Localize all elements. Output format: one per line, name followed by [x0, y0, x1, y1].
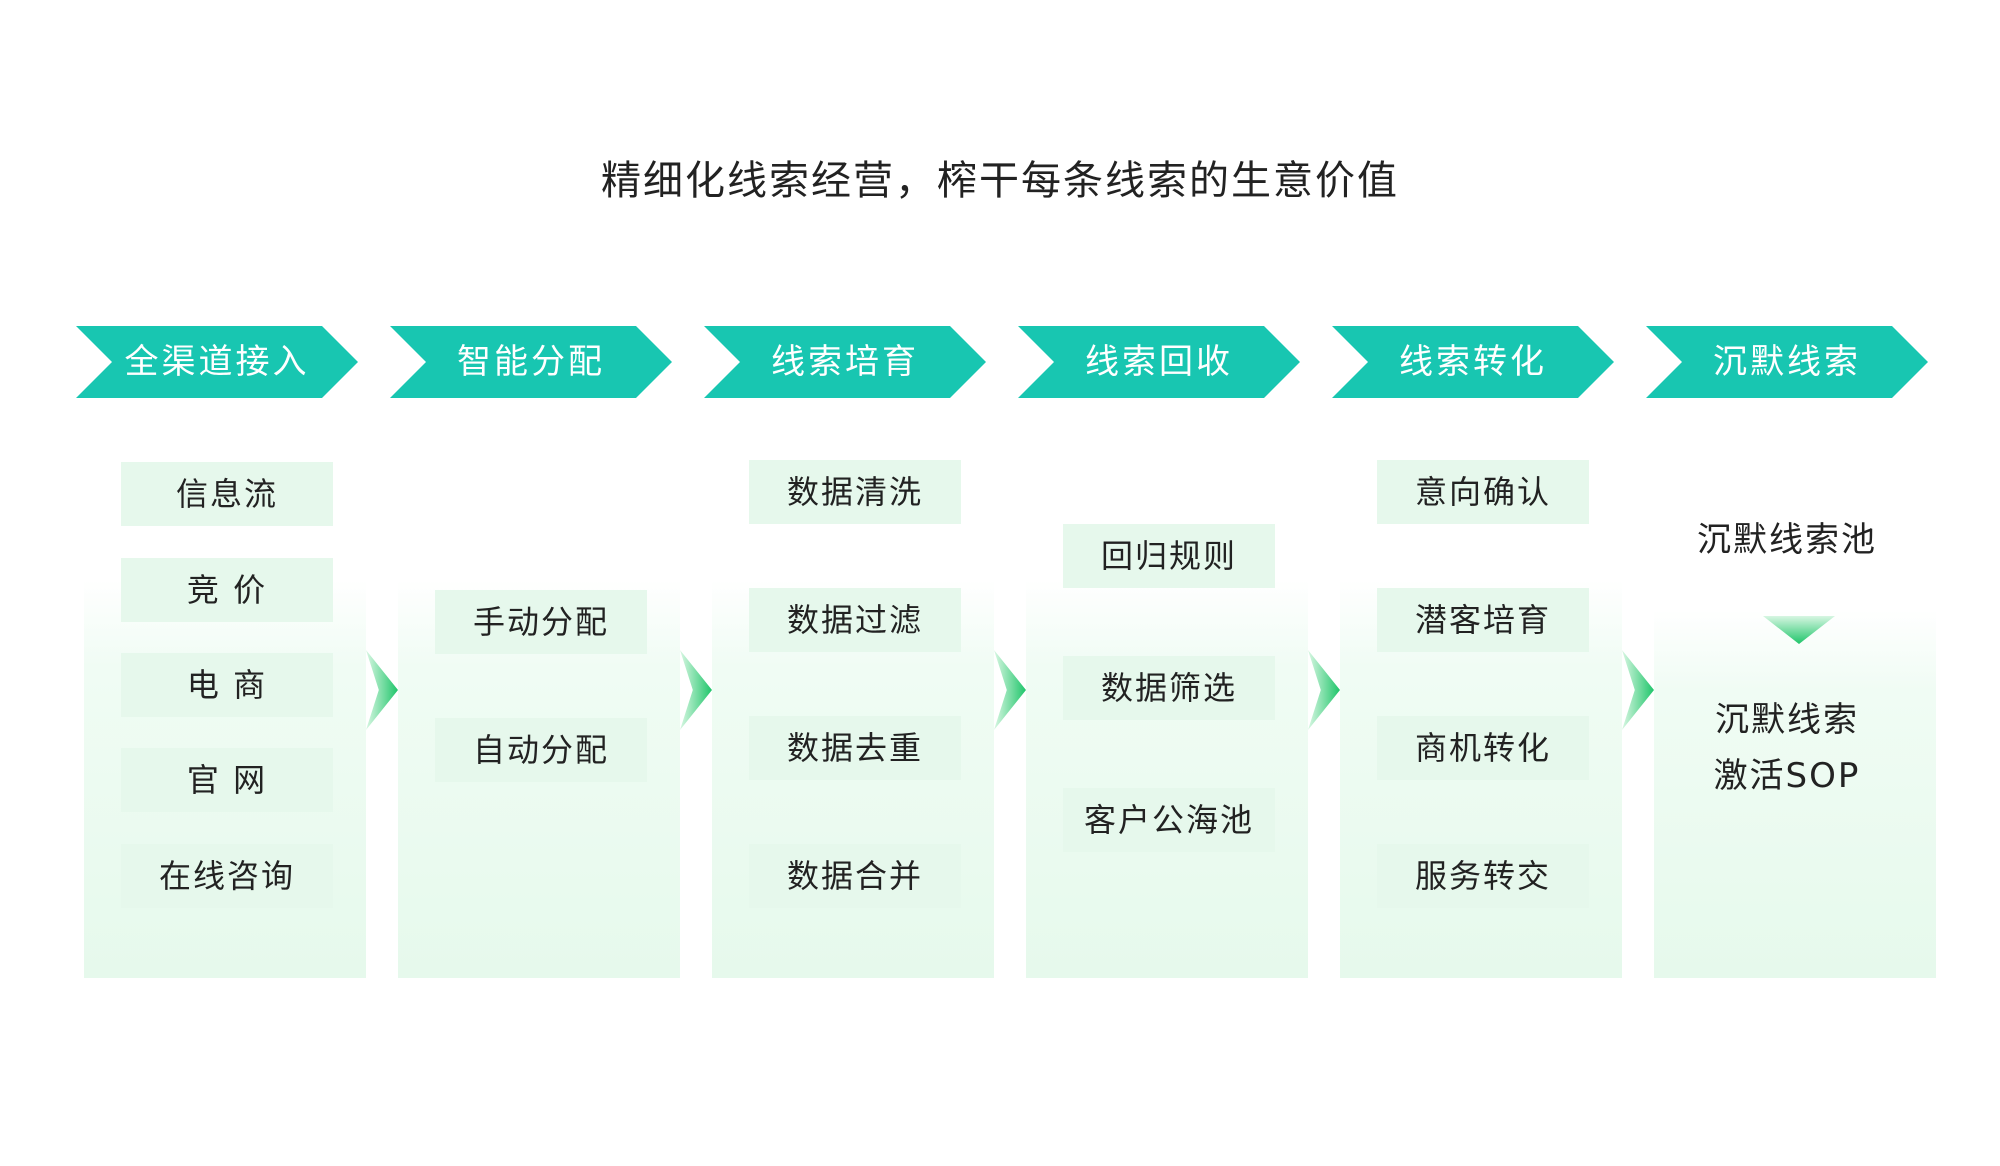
stage-item: 回归规则 [1063, 524, 1275, 588]
stage-item: 客户公海池 [1063, 788, 1275, 852]
stage-item: 服务转交 [1377, 844, 1589, 908]
stage-panel [1026, 580, 1308, 978]
stage-item: 数据合并 [749, 844, 961, 908]
dormant-pool-label: 沉默线索池 [1697, 520, 1877, 560]
stage-item: 自动分配 [435, 718, 647, 782]
stage-item: 数据过滤 [749, 588, 961, 652]
stage-item: 意向确认 [1377, 460, 1589, 524]
stage-chevron: 沉默线索 [1646, 326, 1928, 398]
stage-item: 在线咨询 [121, 844, 333, 908]
stage-chevron: 智能分配 [390, 326, 672, 398]
stage-panel [1654, 610, 1936, 978]
stage-item: 竞 价 [121, 558, 333, 622]
stage-item: 数据清洗 [749, 460, 961, 524]
diagram-title: 精细化线索经营，榨干每条线索的生意价值 [601, 158, 1399, 204]
stage-item: 潜客培育 [1377, 588, 1589, 652]
stage-chevron: 线索转化 [1332, 326, 1614, 398]
stage-item: 数据筛选 [1063, 656, 1275, 720]
stage-item: 商机转化 [1377, 716, 1589, 780]
dormant-activation-line: 激活SOP [1713, 756, 1861, 796]
stage-label: 全渠道接入 [124, 342, 310, 382]
stage-item: 电 商 [121, 653, 333, 717]
stage-column-convert: 线索转化 意向确认 潜客培育 商机转化 服务转交 [1332, 0, 1622, 1166]
stage-item: 手动分配 [435, 590, 647, 654]
stage-column-nurture: 线索培育 数据清洗 数据过滤 数据去重 数据合并 [704, 0, 994, 1166]
stage-label: 线索回收 [1085, 342, 1233, 382]
stage-chevron: 线索回收 [1018, 326, 1300, 398]
stage-column-recycle: 线索回收 回归规则 数据筛选 客户公海池 [1018, 0, 1308, 1166]
stage-label: 线索培育 [771, 342, 919, 382]
stage-label: 智能分配 [457, 342, 605, 382]
stage-column-smart-assign: 智能分配 手动分配 自动分配 [390, 0, 680, 1166]
stage-label: 沉默线索 [1713, 342, 1861, 382]
stage-item: 官 网 [121, 748, 333, 812]
stage-item: 信息流 [121, 462, 333, 526]
stage-item: 数据去重 [749, 716, 961, 780]
stage-column-dormant: 沉默线索 沉默线索池 沉默线索 激活SOP [1646, 0, 1936, 1166]
stage-label: 线索转化 [1399, 342, 1547, 382]
stage-chevron: 线索培育 [704, 326, 986, 398]
stage-column-channel-access: 全渠道接入 信息流 竞 价 电 商 官 网 在线咨询 [76, 0, 366, 1166]
stage-chevron: 全渠道接入 [76, 326, 358, 398]
dormant-activation-line: 沉默线索 [1715, 700, 1859, 740]
